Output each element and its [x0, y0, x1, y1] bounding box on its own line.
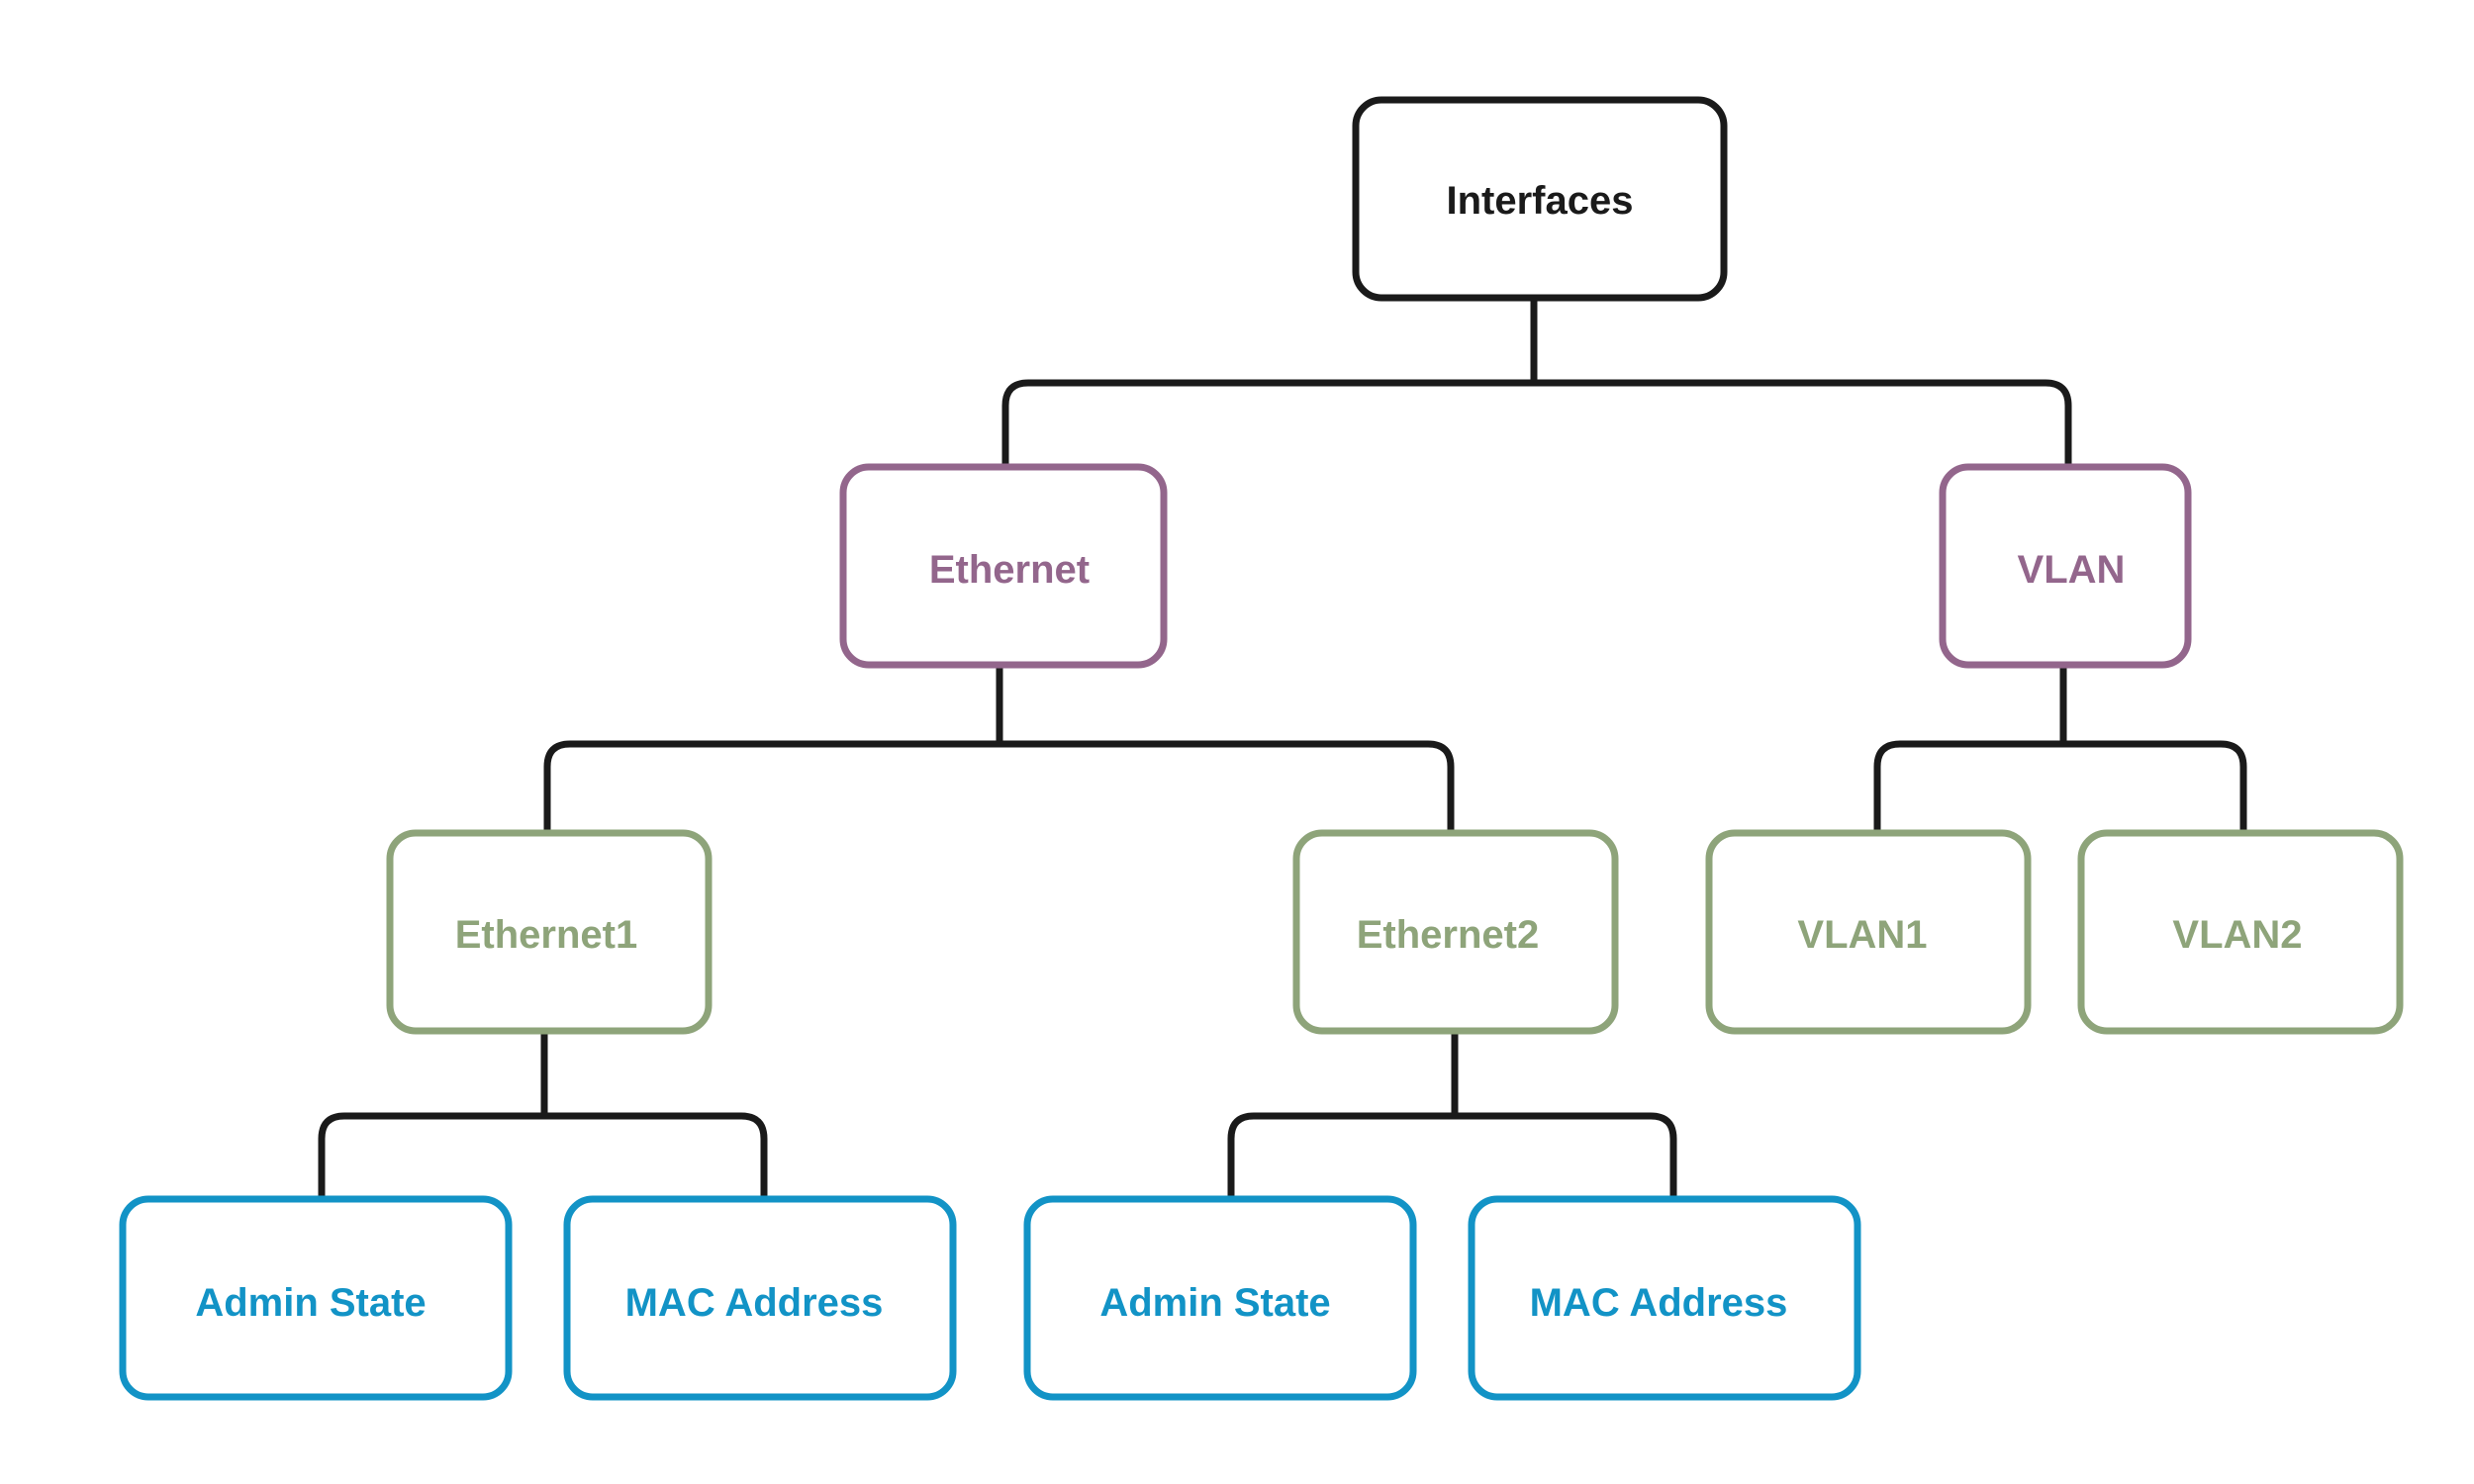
node-ethernet-label: Ethernet [929, 548, 1090, 592]
node-ethernet: Ethernet [839, 463, 1168, 669]
node-ethernet2: Ethernet2 [1292, 829, 1619, 1035]
node-ethernet1-admin-state-box [119, 1195, 513, 1401]
connector-ethernet-children [543, 663, 1455, 831]
node-ethernet2-mac-address-box [1468, 1195, 1861, 1401]
connector-ethernet2-children [1227, 1029, 1677, 1197]
node-ethernet2-admin-state-box [1023, 1195, 1417, 1401]
node-ethernet-box [839, 463, 1168, 669]
node-ethernet1-mac-address: MAC Address [563, 1195, 957, 1401]
node-vlan-box [1939, 463, 2192, 669]
node-ethernet2-box [1292, 829, 1619, 1035]
node-interfaces-box [1352, 96, 1728, 302]
node-vlan1: VLAN1 [1705, 829, 2032, 1035]
node-ethernet2-mac-address-label: MAC Address [1530, 1281, 1788, 1325]
node-ethernet1-mac-address-label: MAC Address [625, 1281, 884, 1325]
connector-ethernet1-children [318, 1029, 768, 1197]
node-ethernet2-mac-address: MAC Address [1468, 1195, 1861, 1401]
node-ethernet2-admin-state: Admin State [1023, 1195, 1417, 1401]
node-ethernet2-label: Ethernet2 [1357, 913, 1540, 957]
node-vlan-label: VLAN [2018, 548, 2126, 592]
node-vlan1-box [1705, 829, 2032, 1035]
connector-vlan-children [1873, 663, 2247, 831]
node-interfaces-label: Interfaces [1447, 179, 1634, 223]
tree-connectors [318, 297, 2247, 1197]
connector-interfaces-children [1001, 297, 2072, 465]
node-interfaces: Interfaces [1352, 96, 1728, 302]
node-vlan2: VLAN2 [2077, 829, 2404, 1035]
node-vlan: VLAN [1939, 463, 2192, 669]
node-ethernet2-admin-state-label: Admin State [1099, 1281, 1330, 1325]
node-ethernet1-admin-state-label: Admin State [195, 1281, 426, 1325]
node-ethernet1: Ethernet1 [386, 829, 713, 1035]
node-ethernet1-label: Ethernet1 [455, 913, 638, 957]
node-vlan2-label: VLAN2 [2172, 913, 2302, 957]
node-vlan1-label: VLAN1 [1797, 913, 1927, 957]
node-ethernet1-box [386, 829, 713, 1035]
node-ethernet1-admin-state: Admin State [119, 1195, 513, 1401]
node-vlan2-box [2077, 829, 2404, 1035]
node-ethernet1-mac-address-box [563, 1195, 957, 1401]
